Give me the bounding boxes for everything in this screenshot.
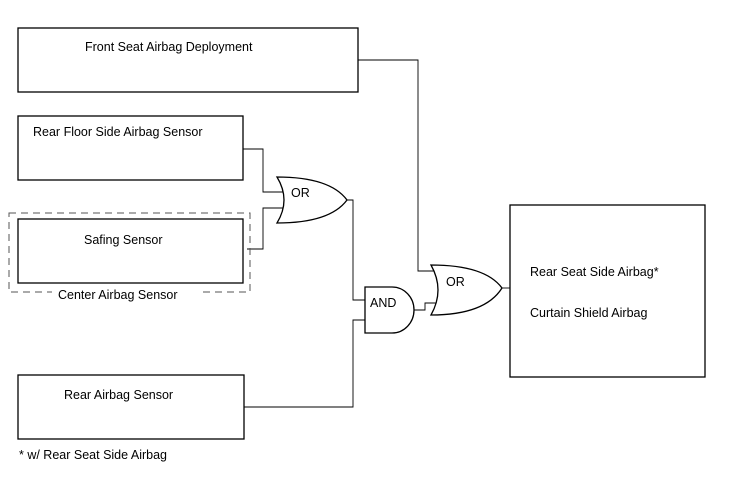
- center-airbag-sensor-label: Center Airbag Sensor: [58, 288, 178, 302]
- wire-rear-airbag-to-and: [244, 319, 365, 408]
- center-airbag-sensor-group: Safing Sensor Center Airbag Sensor: [8, 212, 251, 302]
- wire-front-seat-to-or-final: [358, 59, 437, 272]
- box-rear-airbag-sensor: Rear Airbag Sensor: [17, 374, 245, 440]
- curtain-shield-airbag-label: Curtain Shield Airbag: [530, 306, 647, 320]
- or-gate-final: OR: [429, 264, 503, 316]
- wire-and-to-or-final: [414, 302, 437, 311]
- and-gate-label: AND: [370, 296, 396, 310]
- rear-floor-label: Rear Floor Side Airbag Sensor: [33, 125, 203, 139]
- box-rear-seat-output: Rear Seat Side Airbag* Curtain Shield Ai…: [509, 204, 706, 378]
- and-gate: AND: [364, 286, 415, 334]
- footnote: * w/ Rear Seat Side Airbag: [19, 448, 167, 462]
- wire-or-top-to-and: [347, 199, 365, 301]
- wire-rear-floor-to-or-top: [243, 148, 283, 193]
- or-gate-sensors: OR: [275, 176, 348, 224]
- rear-airbag-sensor-label: Rear Airbag Sensor: [64, 388, 173, 402]
- box-front-seat-airbag-deployment: Front Seat Airbag Deployment: [17, 27, 359, 93]
- rear-seat-side-airbag-label: Rear Seat Side Airbag*: [530, 265, 659, 279]
- wire-safing-to-or-top: [247, 207, 283, 250]
- box-rear-floor-side-airbag-sensor: Rear Floor Side Airbag Sensor: [17, 115, 244, 181]
- front-seat-label: Front Seat Airbag Deployment: [85, 40, 253, 54]
- or-gate-final-label: OR: [446, 275, 465, 289]
- safing-sensor-label: Safing Sensor: [84, 233, 163, 247]
- wires: [243, 59, 510, 408]
- or-gate-sensors-label: OR: [291, 186, 310, 200]
